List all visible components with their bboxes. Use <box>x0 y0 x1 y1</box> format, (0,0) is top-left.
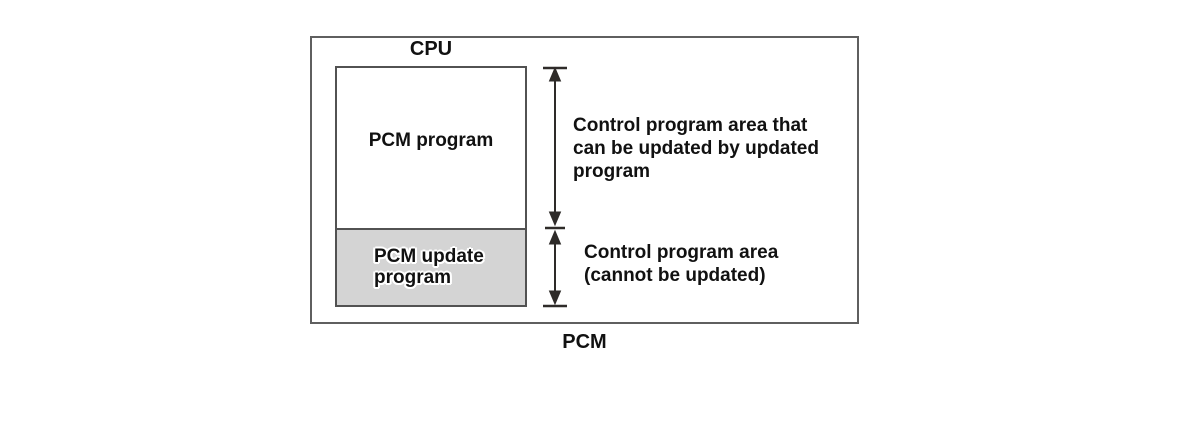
annotation-fixed-area: Control program area (cannot be updated) <box>584 241 778 287</box>
dimension-arrow-updatable-area <box>543 66 567 230</box>
dimension-arrow-fixed-area <box>543 229 567 308</box>
pcm-update-program-region: PCM update program <box>337 228 525 305</box>
annotation-line: Control program area that <box>573 115 808 136</box>
cpu-memory-box: PCM program PCM update program <box>335 66 527 307</box>
dimension-arrows <box>543 66 567 308</box>
pcm-program-region: PCM program <box>337 68 525 228</box>
annotation-line: can be updated by updated <box>573 138 819 159</box>
pcm-program-label: PCM program <box>368 130 494 151</box>
cpu-title: CPU <box>409 38 453 60</box>
annotation-line: program <box>573 161 651 182</box>
annotation-line: (cannot be updated) <box>584 265 766 286</box>
pcm-update-program-label: PCM update program <box>374 246 484 288</box>
annotation-line: Control program area <box>584 242 779 263</box>
annotation-updatable-area: Control program area that can be updated… <box>573 114 819 183</box>
pcm-title: PCM <box>562 331 607 353</box>
